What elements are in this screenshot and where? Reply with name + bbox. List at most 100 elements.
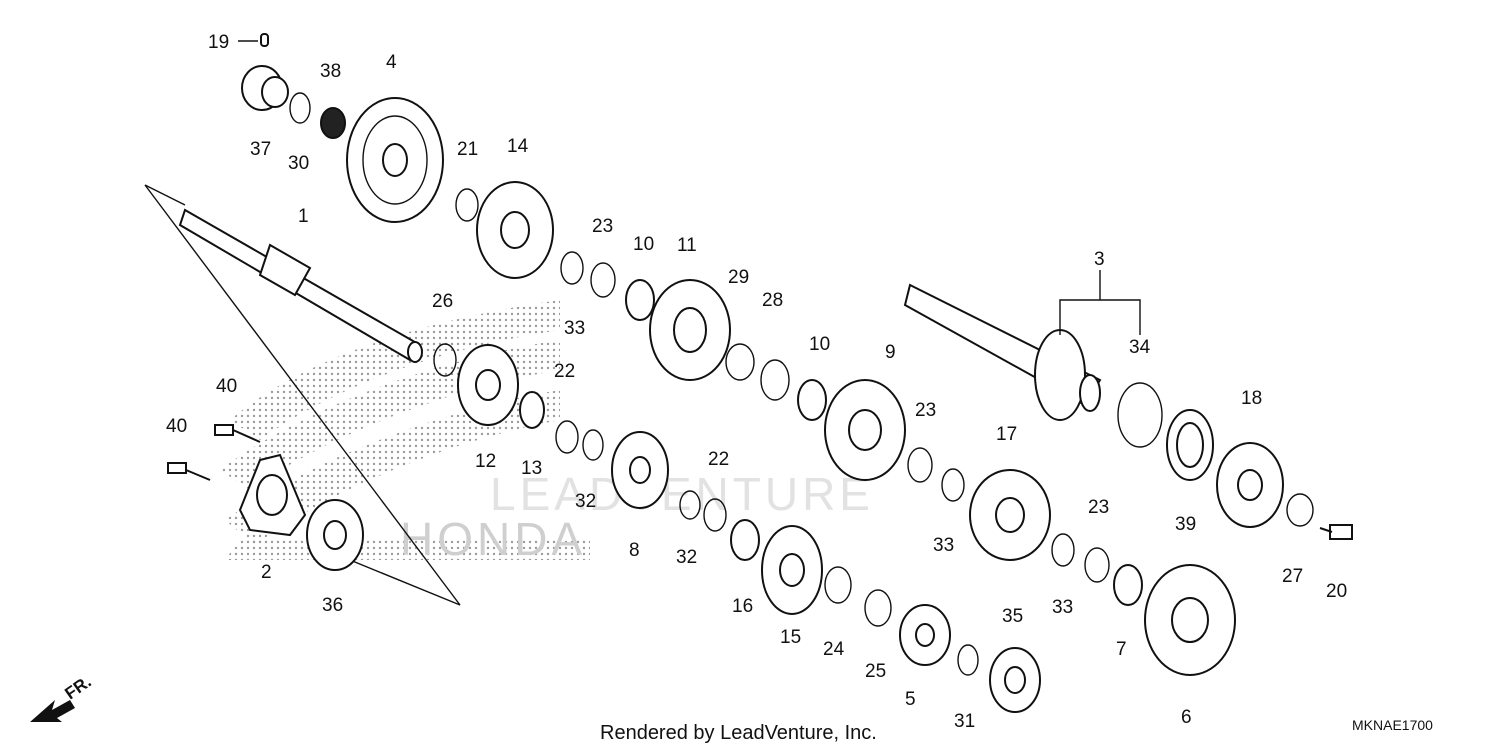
label-22b: 22 — [708, 449, 729, 470]
label-17: 17 — [996, 424, 1017, 445]
label-1: 1 — [298, 206, 309, 227]
label-26: 26 — [432, 291, 453, 312]
washer-part-22a — [555, 420, 579, 454]
label-9: 9 — [885, 342, 896, 363]
bushing-part-10a[interactable] — [625, 279, 655, 321]
label-25: 25 — [865, 661, 886, 682]
circlip-part-33b — [941, 468, 965, 502]
part-labels: 1 2 3 4 5 6 7 8 9 10 10 11 12 13 14 15 1… — [166, 32, 1347, 732]
countershaft-part-3[interactable] — [903, 283, 1102, 421]
circlip-part-26 — [433, 343, 457, 377]
gear-part-9[interactable] — [824, 379, 906, 481]
washer-part-24 — [824, 566, 852, 604]
label-33c: 33 — [1052, 597, 1073, 618]
label-27: 27 — [1282, 566, 1303, 587]
bushing-part-16[interactable] — [730, 519, 760, 561]
label-5: 5 — [905, 689, 916, 710]
label-29: 29 — [728, 267, 749, 288]
gear-part-15[interactable] — [761, 525, 823, 615]
bushing-part-10b[interactable] — [797, 379, 827, 421]
label-31: 31 — [954, 711, 975, 732]
label-12: 12 — [475, 451, 496, 472]
honda-logo-text: HONDA — [400, 513, 586, 565]
leader-lines — [238, 40, 1141, 335]
washer-part-23a — [590, 262, 616, 298]
label-23a: 23 — [592, 216, 613, 237]
label-13: 13 — [521, 458, 542, 479]
label-32a: 32 — [575, 491, 596, 512]
label-34: 34 — [1129, 337, 1151, 358]
label-8: 8 — [629, 540, 640, 561]
washers — [289, 92, 1314, 676]
label-4: 4 — [386, 52, 397, 73]
washer-part-29 — [725, 343, 755, 381]
label-23c: 23 — [1088, 497, 1109, 518]
gear-part-4[interactable] — [346, 97, 444, 223]
bushing-part-13[interactable] — [519, 391, 545, 429]
gear-part-14[interactable] — [476, 181, 554, 279]
bolt-part-20[interactable] — [1319, 524, 1353, 540]
label-33a: 33 — [564, 318, 585, 339]
bearing-part-35[interactable] — [989, 647, 1041, 713]
washer-part-30 — [289, 92, 311, 124]
bushing-part-7[interactable] — [1113, 564, 1143, 606]
label-38: 38 — [320, 61, 341, 82]
bolt-part-40a[interactable] — [214, 424, 261, 443]
honda-wing-logo: HONDA — [220, 300, 590, 565]
gear-part-12[interactable] — [457, 344, 519, 426]
plate-part-2[interactable] — [238, 453, 307, 537]
bushing-part-38[interactable] — [320, 107, 346, 139]
label-18: 18 — [1241, 388, 1262, 409]
mainshaft-part-1[interactable] — [178, 208, 423, 363]
label-10b: 10 — [809, 334, 830, 355]
label-37: 37 — [250, 139, 271, 160]
sprocket-part-18[interactable] — [1216, 442, 1284, 528]
label-24: 24 — [823, 639, 845, 660]
gear-part-17[interactable] — [969, 469, 1051, 561]
o-ring-part-34[interactable] — [1117, 382, 1163, 448]
diagram-code: MKNAE1700 — [1352, 717, 1433, 733]
washer-part-23b — [907, 447, 933, 483]
watermark: LEADVENTURE — [490, 468, 874, 520]
gear-part-5[interactable] — [899, 604, 951, 666]
circlip-part-33c — [1051, 533, 1075, 567]
label-28: 28 — [762, 290, 783, 311]
gear-part-6[interactable] — [1144, 564, 1236, 676]
circlip-part-21 — [455, 188, 479, 222]
label-30: 30 — [288, 153, 309, 174]
oil-seal-part-39[interactable] — [1166, 409, 1214, 481]
circlip-part-32b — [679, 490, 701, 520]
label-33b: 33 — [933, 535, 954, 556]
label-23b: 23 — [915, 400, 936, 421]
gear-part-8[interactable] — [611, 431, 669, 509]
label-35: 35 — [1002, 606, 1023, 627]
bolt-part-40b[interactable] — [167, 462, 211, 481]
circlip-part-33a — [560, 251, 584, 285]
washer-part-27 — [1286, 493, 1314, 527]
gear-part-11[interactable] — [649, 279, 731, 381]
label-16: 16 — [732, 596, 753, 617]
label-20: 20 — [1326, 581, 1347, 602]
label-7: 7 — [1116, 639, 1127, 660]
direction-label: FR. — [61, 672, 94, 703]
washer-part-28 — [760, 359, 790, 401]
label-14: 14 — [507, 136, 529, 157]
label-10a: 10 — [633, 234, 654, 255]
label-19: 19 — [208, 32, 229, 53]
label-32b: 32 — [676, 547, 697, 568]
assembly-bracket — [144, 184, 461, 606]
label-40b: 40 — [166, 416, 187, 437]
front-direction-arrow-icon: FR. — [30, 672, 95, 722]
label-3: 3 — [1094, 249, 1105, 270]
pin-part-19[interactable] — [260, 33, 269, 47]
label-36: 36 — [322, 595, 343, 616]
label-2: 2 — [261, 562, 272, 583]
bearing-part-36[interactable] — [306, 499, 364, 571]
footer-credit: Rendered by LeadVenture, Inc. — [600, 722, 877, 744]
bearing-part-37[interactable] — [241, 65, 289, 111]
washer-part-25 — [864, 589, 892, 627]
label-21: 21 — [457, 139, 478, 160]
label-22a: 22 — [554, 361, 575, 382]
label-11: 11 — [677, 235, 697, 256]
